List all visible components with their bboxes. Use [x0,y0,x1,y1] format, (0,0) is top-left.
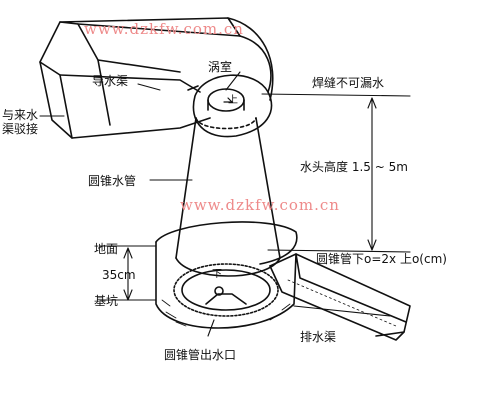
connect-label-line2: 渠驳接 [2,122,39,136]
outlet-label: 圆锥管出水口 [164,348,237,362]
flume-label: 导水渠 [92,74,129,88]
ground-label: 地面 [94,242,119,256]
drain-label: 排水渠 [300,330,337,344]
watermark-middle: www.dzkfw.com.cn [180,196,340,214]
cone-pipe [175,117,281,259]
weld-note-label: 焊缝不可漏水 [312,76,385,90]
pit-depth-dimension [123,247,133,301]
volute-label: 涡室 [208,60,233,74]
watermark-top: www.dzkfw.com.cn [84,20,244,38]
drain-channel [269,253,411,341]
connect-label-line1: 与来水 [2,108,39,122]
cone-pipe-label: 圆锥水管 [88,174,137,188]
pit-depth-label: 35cm [102,268,136,282]
volute-chamber [187,74,273,138]
cone-relation-label: 圆锥管下o=2x 上o(cm) [316,252,447,266]
top-mark-label: 上 [228,95,238,106]
head-height-dimension [367,97,377,251]
pit-label: 基坑 [94,294,119,308]
bottom-mark-label: 下 [212,269,222,280]
base-pit [155,221,298,329]
flume-channel [39,17,274,139]
head-height-label: 水头高度 1.5 ~ 5m [300,160,408,174]
